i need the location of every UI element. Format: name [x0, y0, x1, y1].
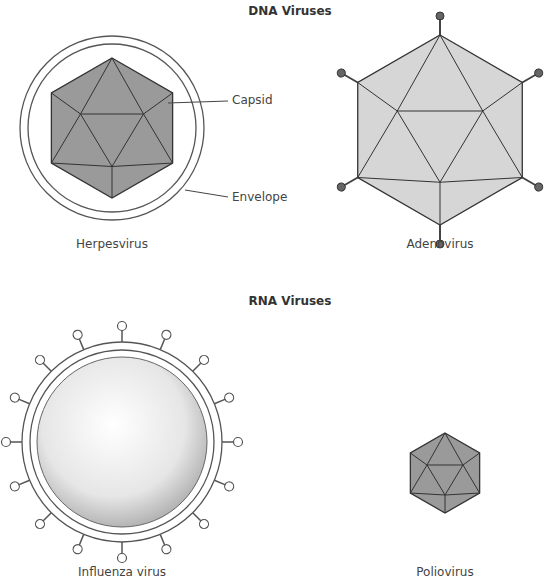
section-heading: DNA Viruses [248, 4, 332, 18]
herpesvirus-figure [20, 36, 228, 220]
virus-name: Poliovirus [416, 565, 473, 579]
virus-name: Influenza virus [78, 565, 166, 579]
influenza-figure [2, 322, 243, 563]
virus-name: Herpesvirus [76, 237, 148, 251]
part-label: Envelope [232, 190, 287, 204]
poliovirus-figure [410, 433, 479, 513]
part-label: Capsid [232, 93, 273, 107]
section-heading: RNA Viruses [249, 294, 332, 308]
adenovirus-figure [336, 12, 544, 248]
virus-name: Adenovirus [406, 237, 473, 251]
